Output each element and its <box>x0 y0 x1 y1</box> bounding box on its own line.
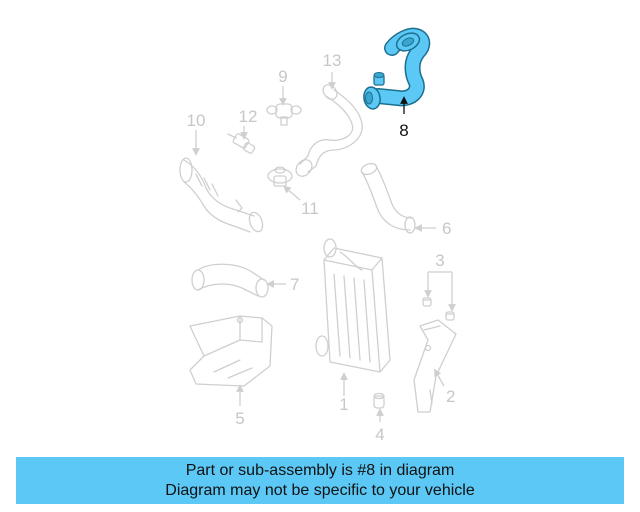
part-3-fasteners[interactable] <box>422 297 455 321</box>
leader-2 <box>434 368 445 387</box>
callout-2: 2 <box>446 387 455 406</box>
callout-3: 3 <box>435 251 444 270</box>
leader-11 <box>283 185 301 201</box>
part-8-charge-air-hose[interactable] <box>362 27 431 111</box>
part-7-hose[interactable] <box>191 263 269 298</box>
callout-6: 6 <box>442 219 451 238</box>
info-banner: Part or sub-assembly is #8 in diagram Di… <box>16 457 624 504</box>
part-5-air-duct[interactable] <box>189 315 273 387</box>
callout-13: 13 <box>323 51 342 70</box>
callout-4: 4 <box>375 425 384 444</box>
banner-line-disclaimer: Diagram may not be specific to your vehi… <box>165 481 475 499</box>
callout-9: 9 <box>278 67 287 86</box>
exploded-parts-diagram: 8 13 9 12 <box>179 27 457 444</box>
callout-1: 1 <box>339 395 348 414</box>
part-4-plug[interactable] <box>373 392 385 409</box>
part-9-fitting[interactable] <box>266 103 302 126</box>
part-6-hose[interactable] <box>360 162 416 234</box>
banner-line-part-number: Part or sub-assembly is #8 in diagram <box>185 461 455 479</box>
callout-5: 5 <box>235 409 244 428</box>
callout-12: 12 <box>239 107 258 126</box>
part-2-bracket[interactable] <box>413 319 457 413</box>
part-12-sensor[interactable] <box>227 133 256 154</box>
part-1-intercooler[interactable] <box>315 238 391 373</box>
callout-11: 11 <box>301 199 319 218</box>
callout-7: 7 <box>290 275 299 294</box>
part-13-hose[interactable] <box>293 82 363 179</box>
callout-10: 10 <box>187 111 206 130</box>
part-10-intake-tube[interactable] <box>179 157 265 233</box>
callout-8: 8 <box>399 121 408 140</box>
part-11-valve[interactable] <box>267 166 293 187</box>
